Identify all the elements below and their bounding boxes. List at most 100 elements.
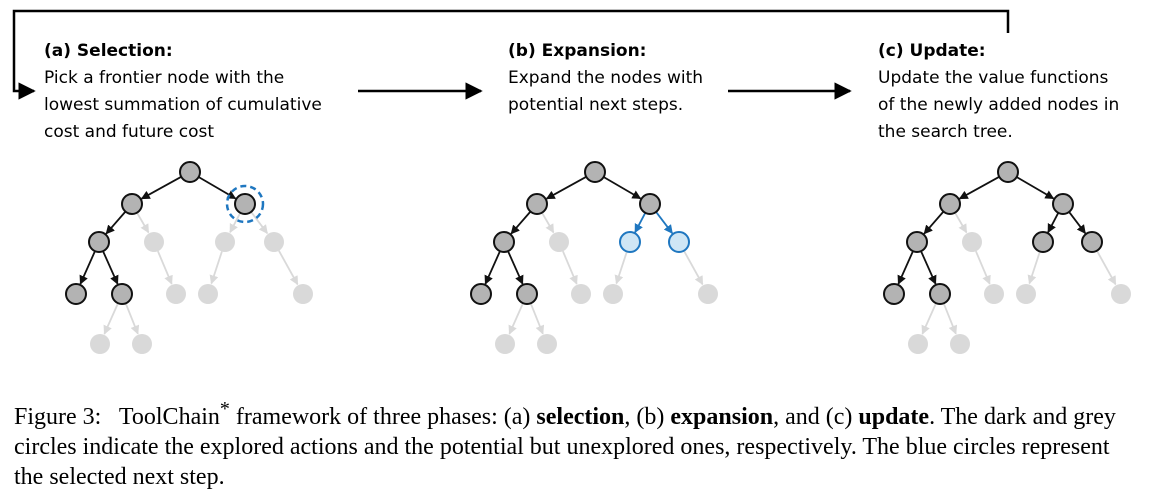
- explored-node: [526, 193, 548, 215]
- caption-part-3: , (b): [624, 404, 671, 430]
- explored-node: [121, 193, 143, 215]
- tree-edge: [1016, 176, 1055, 200]
- caption-update-bold: update: [858, 404, 930, 430]
- tree-edge: [923, 211, 945, 235]
- figure-caption: Figure 3: ToolChain* framework of three …: [14, 394, 1144, 492]
- unexplored-node: [264, 232, 284, 252]
- tree-expansion: [470, 161, 718, 354]
- tree-edge: [683, 250, 704, 286]
- explored-node: [883, 283, 905, 305]
- tree-edge: [541, 212, 555, 234]
- tree-edge: [510, 211, 532, 235]
- explored-node: [65, 283, 87, 305]
- unexplored-node: [144, 232, 164, 252]
- tree-edge: [157, 250, 173, 285]
- tree-edge: [1027, 251, 1041, 285]
- explored-node: [493, 231, 515, 253]
- explored-node: [929, 283, 951, 305]
- tree-edge: [105, 211, 127, 235]
- tree-edge: [954, 212, 968, 234]
- explored-node: [584, 161, 606, 183]
- unexplored-node: [549, 232, 569, 252]
- caption-expansion-bold: expansion: [670, 404, 774, 430]
- unexplored-node: [698, 284, 718, 304]
- tree-edge: [508, 302, 524, 335]
- tree-edge: [507, 250, 524, 285]
- tree-edge: [603, 176, 642, 200]
- explored-node: [516, 283, 538, 305]
- tree-edge: [958, 176, 1000, 200]
- phase-selection-line-1: Pick a frontier node with the: [44, 68, 284, 88]
- tree-edge: [229, 212, 242, 234]
- tree-edge: [79, 250, 96, 285]
- tree-edge: [136, 212, 150, 234]
- unexplored-node: [1016, 284, 1036, 304]
- explored-node: [906, 231, 928, 253]
- phase-expansion-title: (b) Expansion:: [508, 41, 646, 61]
- unexplored-node: [90, 334, 110, 354]
- explored-node: [997, 161, 1019, 183]
- unexplored-node: [215, 232, 235, 252]
- unexplored-node: [537, 334, 557, 354]
- explored-node: [639, 193, 661, 215]
- unexplored-node: [132, 334, 152, 354]
- phase-update-text: (c) Update: Update the value functions o…: [878, 41, 1119, 142]
- explored-node: [470, 283, 492, 305]
- unexplored-node: [950, 334, 970, 354]
- tree-edge: [140, 176, 182, 200]
- tree-edge: [614, 251, 628, 285]
- selected-next-step-node: [619, 231, 641, 253]
- tree-edge: [897, 250, 914, 285]
- tree-edge: [634, 212, 647, 234]
- tree-edge: [278, 250, 299, 286]
- tree-edge: [655, 211, 674, 235]
- tree-edge: [250, 211, 269, 235]
- phase-expansion-line-1: Expand the nodes with: [508, 68, 703, 88]
- unexplored-node: [293, 284, 313, 304]
- explored-node: [179, 161, 201, 183]
- tree-update: [883, 161, 1131, 354]
- unexplored-node: [962, 232, 982, 252]
- phase-update-line-1: Update the value functions: [878, 68, 1109, 88]
- tree-edge: [975, 250, 991, 285]
- explored-node: [234, 193, 256, 215]
- explored-node: [1081, 231, 1103, 253]
- caption-part-4: , and (c): [773, 404, 859, 430]
- tree-edge: [921, 302, 937, 335]
- phase-selection-text: (a) Selection: Pick a frontier node with…: [44, 41, 322, 142]
- explored-node: [939, 193, 961, 215]
- phase-update-title: (c) Update:: [878, 41, 986, 61]
- unexplored-node: [571, 284, 591, 304]
- phase-selection-line-2: lowest summation of cumulative: [44, 95, 322, 115]
- unexplored-node: [908, 334, 928, 354]
- tree-edge: [209, 251, 223, 285]
- tree-edge: [562, 250, 578, 285]
- unexplored-node: [1111, 284, 1131, 304]
- selected-next-step-node: [668, 231, 690, 253]
- tree-edge: [102, 250, 119, 285]
- selection-highlight-ring: [225, 184, 265, 224]
- caption-prefix: Figure 3:: [14, 404, 102, 430]
- explored-node: [1032, 231, 1054, 253]
- tree-selection: [65, 161, 313, 354]
- caption-selection-bold: selection: [536, 404, 625, 430]
- caption-asterisk: *: [219, 398, 230, 420]
- unexplored-node: [603, 284, 623, 304]
- phase-update-line-3: the search tree.: [878, 122, 1013, 142]
- tree-edge: [1047, 212, 1060, 234]
- caption-part-1: ToolChain: [118, 404, 220, 430]
- explored-node: [88, 231, 110, 253]
- phase-selection-title: (a) Selection:: [44, 41, 173, 61]
- unexplored-node: [495, 334, 515, 354]
- tree-edge: [484, 250, 501, 285]
- tree-edge: [1096, 250, 1117, 286]
- phase-expansion-line-2: potential next steps.: [508, 95, 683, 115]
- phase-update-line-2: of the newly added nodes in: [878, 95, 1119, 115]
- explored-node: [1052, 193, 1074, 215]
- caption-part-5: . The dark and grey circles indicate the…: [14, 404, 1116, 490]
- phase-expansion-text: (b) Expansion: Expand the nodes with pot…: [508, 41, 703, 115]
- feedback-loop-arrow: [12, 9, 1010, 100]
- tree-edge: [1068, 211, 1087, 235]
- tree-edge: [545, 176, 587, 200]
